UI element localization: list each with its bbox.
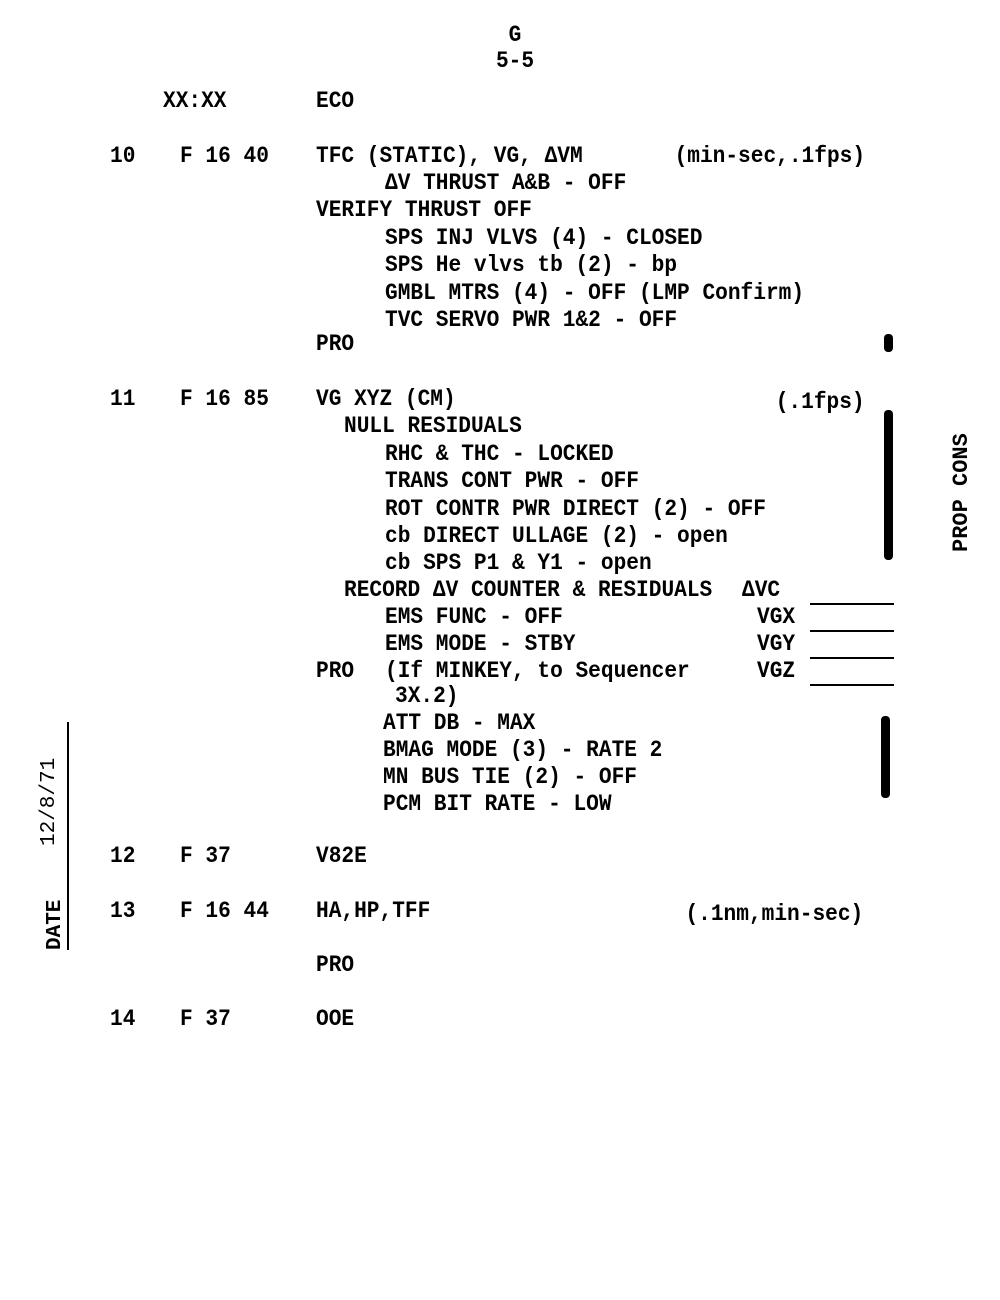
step-number: 12 xyxy=(110,843,136,869)
step-verb: F 16 40 xyxy=(180,143,269,169)
step-line: BMAG MODE (3) - RATE 2 xyxy=(383,737,663,763)
date-underline xyxy=(67,722,69,950)
step-line: HA,HP,TFF xyxy=(316,898,431,924)
step-verb: F 37 xyxy=(180,843,231,869)
record-blank-vgz[interactable] xyxy=(810,684,894,686)
step-line: V82E xyxy=(316,843,367,869)
record-label-dvc: ΔVC xyxy=(742,577,781,603)
step-line: PCM BIT RATE - LOW xyxy=(383,791,612,817)
step-verb: F 37 xyxy=(180,1006,231,1032)
step-line: (If MINKEY, to Sequencer xyxy=(385,658,690,684)
step-line: TFC (STATIC), VG, ΔVM xyxy=(316,143,583,169)
step-line: VERIFY THRUST OFF xyxy=(316,197,532,223)
record-blank-dvc[interactable] xyxy=(810,603,894,605)
step-line: RECORD ΔV COUNTER & RESIDUALS xyxy=(344,577,713,603)
section-letter: G xyxy=(508,22,522,48)
time-column-header: XX:XX xyxy=(163,88,227,114)
step-line: NULL RESIDUALS xyxy=(344,413,522,439)
record-label-vgy: VGY xyxy=(757,631,796,657)
change-bar xyxy=(884,334,893,352)
change-bar xyxy=(884,410,893,560)
step-number: 13 xyxy=(110,898,136,924)
step-line: ATT DB - MAX xyxy=(383,710,536,736)
step-units: (min-sec,.1fps) xyxy=(674,143,865,169)
step-units: (.1fps) xyxy=(776,389,865,415)
step-line: SPS INJ VLVS (4) - CLOSED xyxy=(385,225,703,251)
step-line: cb SPS P1 & Y1 - open xyxy=(385,550,652,576)
step-line: GMBL MTRS (4) - OFF (LMP Confirm) xyxy=(385,280,805,306)
step-line: TRANS CONT PWR - OFF xyxy=(385,468,639,494)
step-line: TVC SERVO PWR 1&2 - OFF xyxy=(385,307,678,333)
change-bar xyxy=(881,716,890,798)
step-line: ΔV THRUST A&B - OFF xyxy=(385,170,627,196)
step-number: 14 xyxy=(110,1006,136,1032)
date-label: DATE xyxy=(44,899,67,950)
record-label-vgz: VGZ xyxy=(757,658,796,684)
record-blank-vgy[interactable] xyxy=(810,657,894,659)
date-value: 12/8/71 xyxy=(38,757,61,846)
step-line: MN BUS TIE (2) - OFF xyxy=(383,764,637,790)
step-line: RHC & THC - LOCKED xyxy=(385,441,614,467)
step-line: OOE xyxy=(316,1006,355,1032)
step-line: VG XYZ (CM) xyxy=(316,386,456,412)
step-line: PRO xyxy=(316,658,355,684)
step-line: PRO xyxy=(316,331,355,357)
record-label-vgx: VGX xyxy=(757,604,796,630)
step-number: 11 xyxy=(110,386,136,412)
step-units: (.1nm,min-sec) xyxy=(685,901,863,927)
step-line: cb DIRECT ULLAGE (2) - open xyxy=(385,523,728,549)
side-label-prop-cons: PROP CONS xyxy=(949,433,974,552)
step-number: 10 xyxy=(110,143,136,169)
step-line: 3X.2) xyxy=(395,683,459,709)
page-number: 5-5 xyxy=(495,48,535,74)
step-verb: F 16 44 xyxy=(180,898,269,924)
step-line: EMS MODE - STBY xyxy=(385,631,576,657)
step-line: SPS He vlvs tb (2) - bp xyxy=(385,252,678,278)
record-blank-vgx[interactable] xyxy=(810,630,894,632)
step-line: ROT CONTR PWR DIRECT (2) - OFF xyxy=(385,496,766,522)
event-column-header: ECO xyxy=(316,88,355,114)
step-line: EMS FUNC - OFF xyxy=(385,604,563,630)
step-verb: F 16 85 xyxy=(180,386,269,412)
step-line: PRO xyxy=(316,952,355,978)
